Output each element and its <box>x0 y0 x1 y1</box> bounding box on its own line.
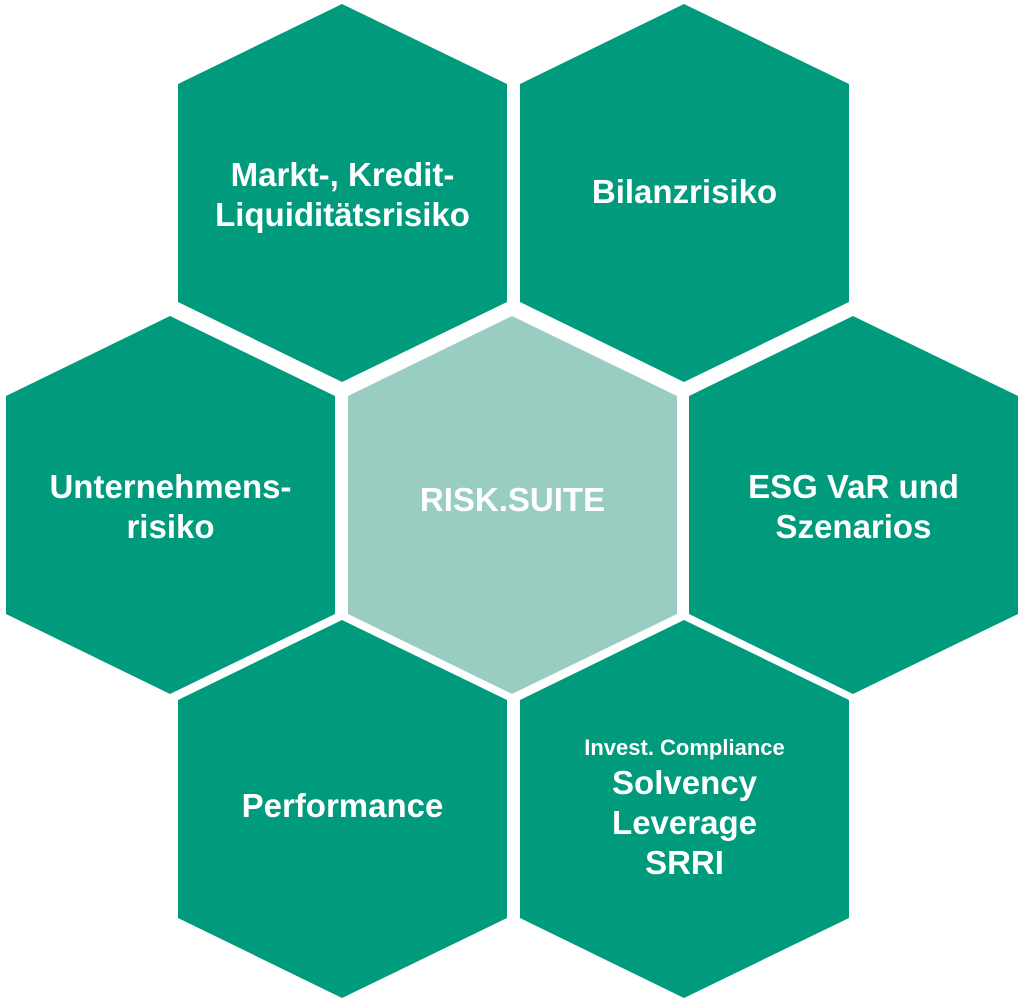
hexagon-performance <box>178 620 507 998</box>
hexagon-risk-suite-center <box>348 316 677 694</box>
hexagon-unternehmensrisiko <box>6 316 335 694</box>
hexagon-compliance <box>520 620 849 998</box>
hexagon-markt-kredit-liquiditaet <box>178 4 507 382</box>
hexagon-esg-var-szenarios <box>689 316 1018 694</box>
hexagon-bilanzrisiko <box>520 4 849 382</box>
